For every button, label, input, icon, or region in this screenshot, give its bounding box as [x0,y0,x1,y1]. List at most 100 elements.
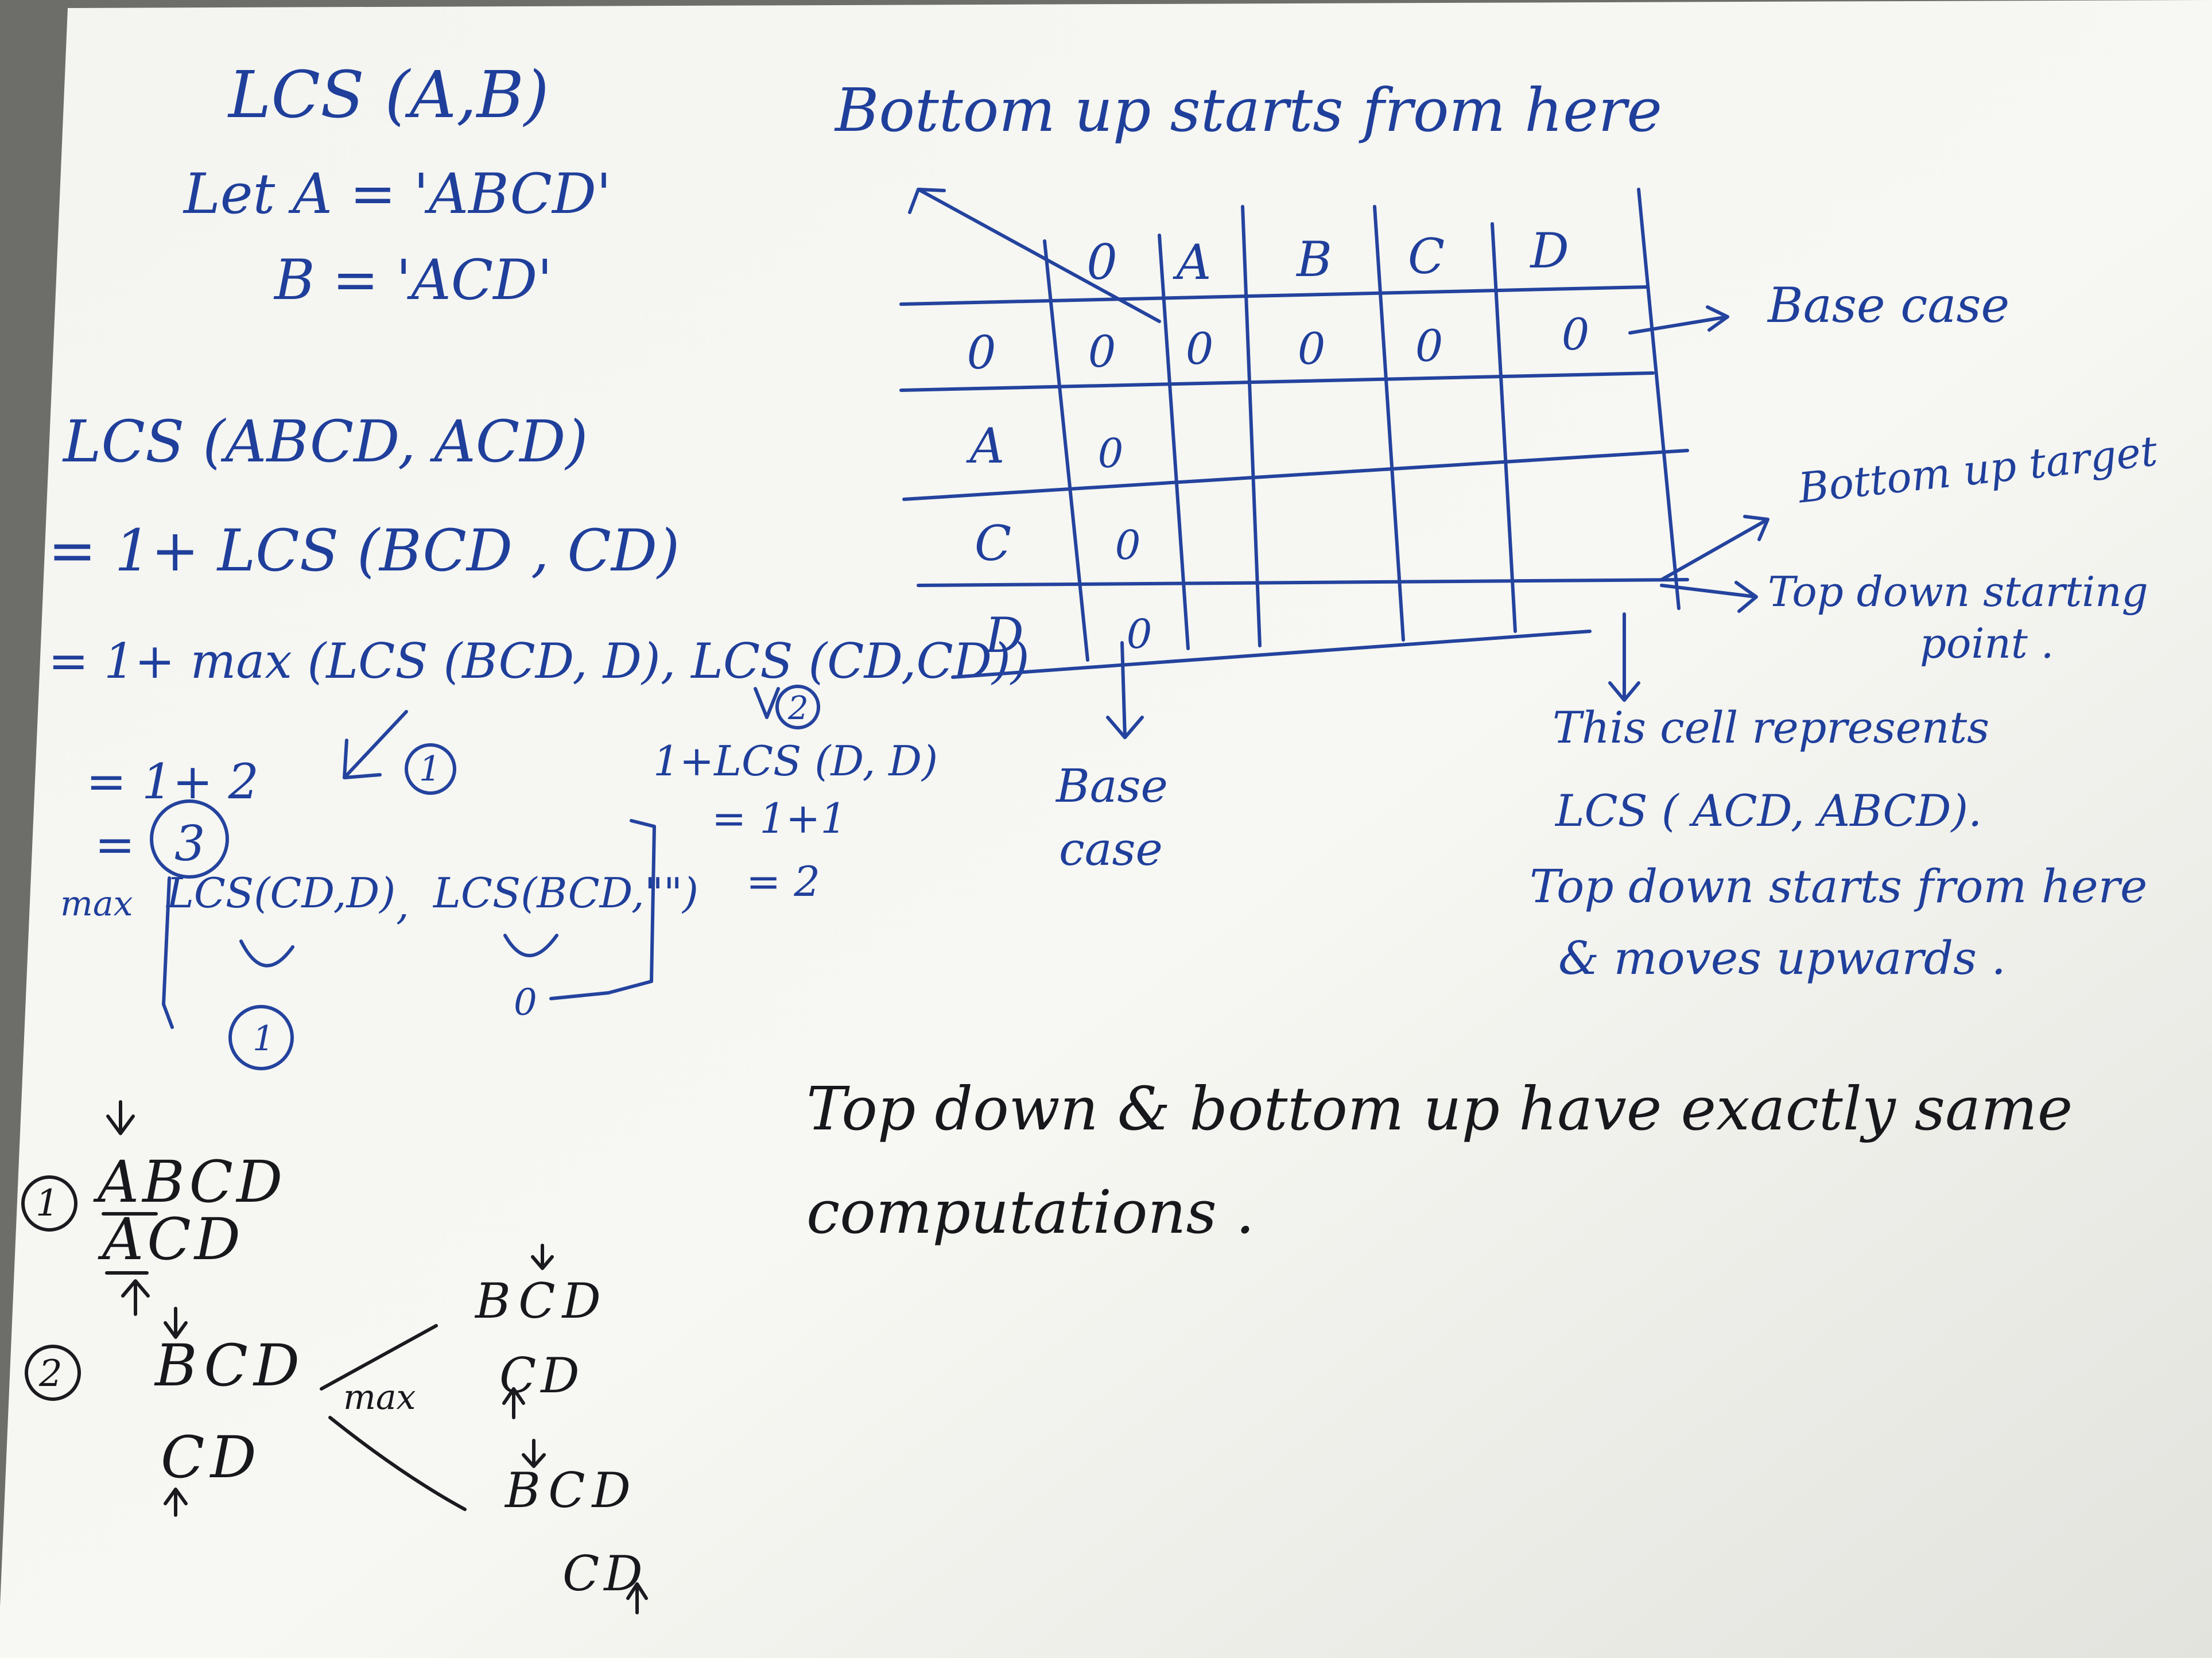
example-1-underline [102,1212,158,1275]
result-circle [150,799,229,879]
grid-h-3 [902,449,1689,501]
example-2-lower-top: BCD [505,1462,638,1519]
conclusion-line-2: computations . [806,1177,1255,1247]
col-header-B: B [1297,231,1332,288]
conclusion-line-1: Top down & bottom up have exactly same [806,1074,2073,1144]
sub-left-value-circle [228,1005,294,1070]
sub-right-arrow [503,934,558,957]
col-header-D: D [1530,223,1569,279]
tree-upper-branch [320,1324,438,1391]
col-header-A: A [1176,234,1212,290]
base-case-below-line-2: case [1059,822,1163,876]
cell-r3-c0: 0 [1126,611,1152,658]
cell-r2-c0: 0 [1115,522,1141,569]
expansion-line-2: = 1+ LCS (BCD , CD) [48,517,680,584]
row-label-D: D [985,607,1024,663]
base-case-right-arrow [1628,305,1729,335]
example-2-down-arrow [164,1307,188,1339]
cell-r0-c0: 0 [1088,326,1116,377]
top-down-start-line-1: Top down starting [1768,568,2148,616]
cell-note-arrow [1608,612,1640,702]
expansion-line-3: = 1+ max (LCS (BCD, D), LCS (CD,CD)) [48,633,1030,689]
example-1-bottom: ACD [102,1206,244,1273]
grid-h-5 [951,630,1592,679]
example-1-marker: 1 [36,1182,59,1225]
sub-max-comma: , [396,880,409,929]
sub-max-bracket [162,819,656,1029]
branch-2-step: = 1+1 [712,794,847,842]
cell-r0-c3: 0 [1415,320,1443,371]
top-down-start-line-2: point . [1920,619,2054,667]
example-2-up-arrow [164,1488,188,1517]
tree-upper-up-arrow [502,1387,525,1419]
base-case-below-arrow [1106,641,1144,739]
branch-2-circle [775,685,820,729]
top-down-start-arrow [1660,581,1758,613]
cell-note-line-1: This cell represents [1553,702,1990,753]
row-label-0: 0 [967,326,996,379]
tree-lower-down-arrow [522,1439,546,1468]
cell-r0-c4: 0 [1561,309,1590,360]
sub-max-left-value: 1 [253,1019,275,1059]
branch-1-marker: 1 [419,749,441,789]
grid-v-6 [1637,188,1681,610]
branch-2-marker: 2 [788,690,809,727]
branch-2-result: = 2 [746,857,821,906]
sub-max-left: LCS(CD,D) [166,869,396,917]
definition-b: B = 'ACD' [274,248,553,312]
grid-v-1 [1043,239,1089,662]
branch-1-equals: = [95,817,135,873]
example-2-bottom: CD [161,1424,262,1491]
base-case-below-line-1: Base [1056,759,1168,813]
definition-a: Let A = 'ABCD' [184,162,612,226]
table-title: Bottom up starts from here [835,75,1662,145]
cell-r0-c2: 0 [1297,323,1326,374]
lcs-heading: LCS (A,B) [228,58,549,133]
example-2-lower-bottom: CD [562,1546,647,1602]
row-label-A: A [969,418,1005,474]
grid-v-5 [1491,222,1517,633]
example-2-top: BCD [155,1332,306,1399]
grid-h-2 [899,371,1655,392]
branch-1-arrow [343,710,408,779]
tree-upper-down-arrow [531,1244,554,1270]
branch-1-step: = 1+ 2 [86,754,259,810]
bottom-up-target-arrow [1660,515,1769,581]
example-1-top: ABCD [98,1148,286,1216]
cell-note-line-3: Top down starts from here [1530,860,2148,913]
example-2-marker: 2 [39,1353,63,1395]
branch-1-result: 3 [174,816,205,872]
cell-r0-c1: 0 [1185,323,1214,374]
example-2-upper-top: BCD [475,1273,608,1329]
example-2-circle [25,1345,81,1401]
example-2-max-label: max [343,1377,416,1418]
cell-r1-c0: 0 [1097,430,1124,477]
branch-2-arrow [754,687,780,719]
example-1-up-arrow [121,1279,150,1316]
col-header-C: C [1407,228,1445,285]
grid-h-1 [899,285,1649,306]
sub-left-arrow [239,939,294,968]
sub-max-label: max [60,884,133,924]
row-label-C: C [974,515,1012,572]
grid-v-4 [1373,205,1405,642]
base-case-right-label: Base case [1768,277,2010,333]
example-1-circle [21,1175,77,1232]
cell-note-line-4: & moves upwards . [1558,931,2006,985]
grid-v-2 [1158,234,1190,650]
branch-2-call: 1+LCS (D, D) [653,737,938,785]
cell-note-line-2: LCS ( ACD, ABCD). [1555,785,1982,836]
col-header-0: 0 [1086,234,1117,290]
grid-h-4 [917,578,1689,587]
grid-v-3 [1241,205,1262,647]
sub-max-right-value: 0 [514,981,537,1024]
tree-lower-up-arrow [626,1582,648,1614]
branch-1-circle [405,743,456,795]
example-1-down-arrow [106,1100,135,1135]
expansion-line-1: LCS (ABCD, ACD) [63,408,588,475]
tree-lower-branch [328,1416,467,1511]
